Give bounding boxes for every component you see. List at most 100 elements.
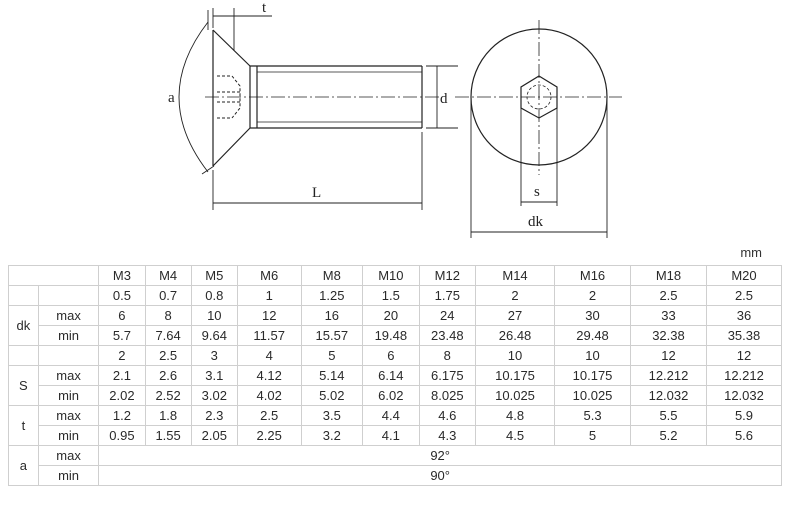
value-cell: 1.2 bbox=[98, 405, 146, 426]
sub-label-cell: min bbox=[37, 325, 100, 346]
value-cell: 5.6 bbox=[705, 425, 783, 446]
value-cell: 6 bbox=[98, 305, 146, 326]
value-cell: 20 bbox=[362, 305, 420, 326]
value-cell: 11.57 bbox=[236, 325, 302, 346]
size-header-cell: M12 bbox=[418, 265, 477, 286]
value-cell: 6.175 bbox=[418, 365, 477, 386]
size-header-cell: M3 bbox=[98, 265, 146, 286]
label-t: t bbox=[262, 0, 267, 16]
value-cell: 12.032 bbox=[630, 385, 707, 406]
value-cell: 3 bbox=[190, 345, 238, 366]
value-cell: 26.48 bbox=[475, 325, 556, 346]
size-header-cell: M4 bbox=[144, 265, 192, 286]
value-cell: 12 bbox=[630, 345, 707, 366]
group-label-cell: S bbox=[8, 365, 39, 406]
value-cell: 2.5 bbox=[705, 285, 783, 306]
screw-head bbox=[212, 29, 258, 167]
value-cell: 24 bbox=[418, 305, 477, 326]
value-cell: 9.64 bbox=[190, 325, 238, 346]
value-cell: 4.5 bbox=[475, 425, 556, 446]
value-cell: 3.1 bbox=[190, 365, 238, 386]
value-cell: 1.8 bbox=[144, 405, 192, 426]
value-cell: 3.5 bbox=[300, 405, 364, 426]
value-cell: 0.95 bbox=[98, 425, 146, 446]
size-header-cell: M10 bbox=[362, 265, 420, 286]
value-cell: 6 bbox=[362, 345, 420, 366]
value-cell: 1.5 bbox=[362, 285, 420, 306]
label-s: s bbox=[534, 184, 540, 200]
group-label-cell: t bbox=[8, 405, 39, 446]
size-header-cell: M5 bbox=[190, 265, 238, 286]
value-cell: 27 bbox=[475, 305, 556, 326]
value-cell: 2.5 bbox=[236, 405, 302, 426]
sub-label-cell: max bbox=[37, 405, 100, 426]
value-cell: 10.175 bbox=[554, 365, 631, 386]
value-cell: 10 bbox=[475, 345, 556, 366]
value-cell: 0.8 bbox=[190, 285, 238, 306]
value-cell: 16 bbox=[300, 305, 364, 326]
value-cell: 4.3 bbox=[418, 425, 477, 446]
value-cell: 5.3 bbox=[554, 405, 631, 426]
value-cell: 4.12 bbox=[236, 365, 302, 386]
value-cell: 10 bbox=[190, 305, 238, 326]
value-cell: 12.032 bbox=[705, 385, 783, 406]
value-cell: 4 bbox=[236, 345, 302, 366]
value-cell: 4.8 bbox=[475, 405, 556, 426]
value-cell: 8 bbox=[418, 345, 477, 366]
value-cell: 2 bbox=[98, 345, 146, 366]
value-cell: 4.1 bbox=[362, 425, 420, 446]
value-cell: 1.55 bbox=[144, 425, 192, 446]
value-cell: 2.3 bbox=[190, 405, 238, 426]
value-cell: 32.38 bbox=[630, 325, 707, 346]
value-cell: 29.48 bbox=[554, 325, 631, 346]
size-header-cell: M16 bbox=[554, 265, 631, 286]
sub-label-cell: max bbox=[37, 365, 100, 386]
value-cell: 2.5 bbox=[630, 285, 707, 306]
unit-label: mm bbox=[740, 245, 762, 260]
group-empty-cell bbox=[8, 285, 39, 306]
value-cell: 3.2 bbox=[300, 425, 364, 446]
value-cell: 12.212 bbox=[705, 365, 783, 386]
value-cell: 10.025 bbox=[554, 385, 631, 406]
value-cell: 4.4 bbox=[362, 405, 420, 426]
value-cell: 6.02 bbox=[362, 385, 420, 406]
group-label-cell: a bbox=[8, 445, 39, 486]
value-cell: 10 bbox=[554, 345, 631, 366]
t-dimension bbox=[212, 8, 272, 50]
value-cell: 12.212 bbox=[630, 365, 707, 386]
value-cell: 1.75 bbox=[418, 285, 477, 306]
value-cell: 5.7 bbox=[98, 325, 146, 346]
sub-label-cell: min bbox=[37, 425, 100, 446]
value-cell: 33 bbox=[630, 305, 707, 326]
group-empty-cell bbox=[8, 345, 39, 366]
value-cell: 2.02 bbox=[98, 385, 146, 406]
size-header-cell: M18 bbox=[630, 265, 707, 286]
value-cell: 30 bbox=[554, 305, 631, 326]
size-header-cell: M6 bbox=[236, 265, 302, 286]
value-cell: 2.1 bbox=[98, 365, 146, 386]
value-cell: 5.02 bbox=[300, 385, 364, 406]
value-cell: 2.05 bbox=[190, 425, 238, 446]
label-a: a bbox=[168, 90, 175, 106]
value-cell: 4.6 bbox=[418, 405, 477, 426]
value-cell: 5.2 bbox=[630, 425, 707, 446]
value-cell: 2.25 bbox=[236, 425, 302, 446]
value-cell: 5 bbox=[554, 425, 631, 446]
value-cell: 6.14 bbox=[362, 365, 420, 386]
value-cell: 5.5 bbox=[630, 405, 707, 426]
label-d: d bbox=[440, 91, 448, 107]
s-dimension bbox=[520, 108, 558, 206]
d-dimension bbox=[426, 65, 458, 129]
value-cell: 2.6 bbox=[144, 365, 192, 386]
sub-label-cell: max bbox=[37, 305, 100, 326]
value-cell: 23.48 bbox=[418, 325, 477, 346]
angle-a-dimension bbox=[178, 10, 215, 175]
sub-label-cell bbox=[37, 345, 100, 366]
